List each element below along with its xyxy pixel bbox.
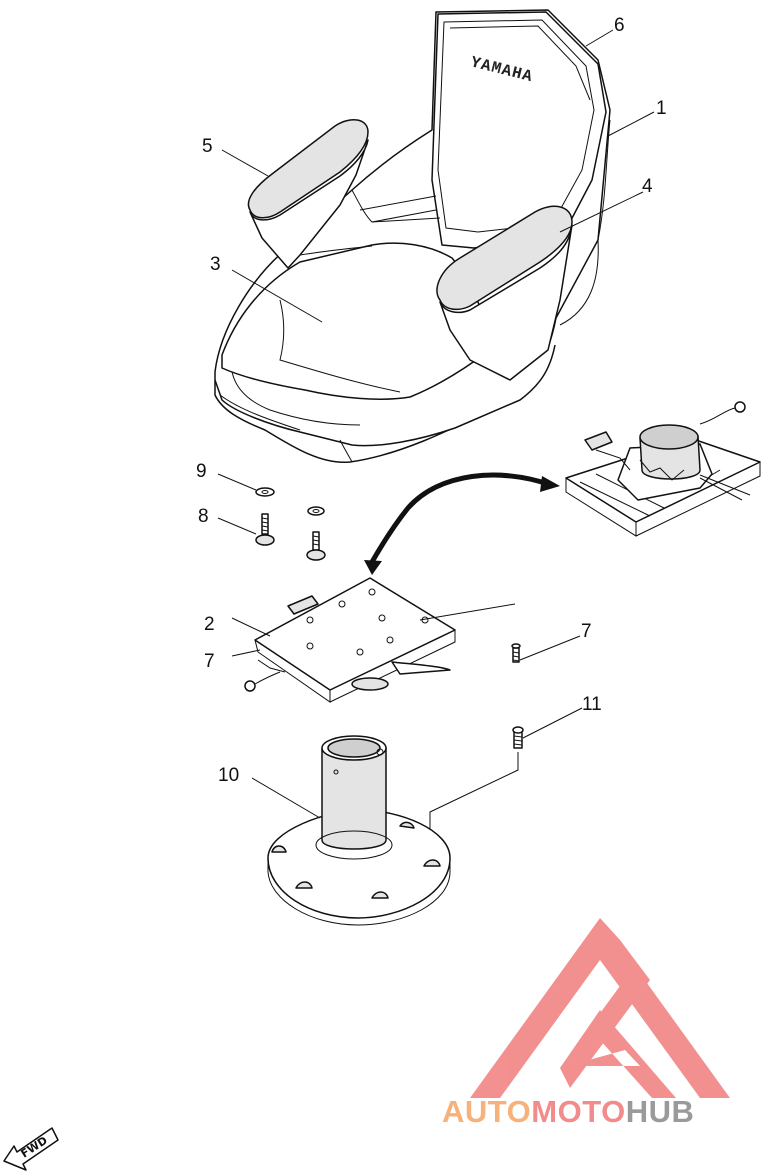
- callout-4: 4: [642, 176, 653, 197]
- callout-labels: 1 2 3 4 5 6 7 7 8 9 10 11: [196, 15, 667, 786]
- callout-5: 5: [202, 136, 213, 157]
- callout-1: 1: [656, 98, 667, 119]
- right-armrest: [436, 205, 573, 311]
- left-armrest: [247, 119, 369, 219]
- callout-11: 11: [582, 694, 602, 715]
- swivel-bracket: [565, 401, 761, 537]
- callout-7-plate: 7: [204, 651, 215, 672]
- watermark-hub: HUB: [626, 1094, 695, 1129]
- svg-text:AUTOMOTOHUB: AUTOMOTOHUB: [442, 1094, 694, 1129]
- callout-7-screw: 7: [581, 621, 592, 642]
- watermark-logo-icon: [470, 918, 730, 1098]
- washer-part-9: [255, 487, 275, 497]
- seat-assembly: YAMAHA: [214, 9, 611, 463]
- watermark-auto: AUTO: [442, 1094, 531, 1129]
- callout-8: 8: [198, 506, 209, 527]
- pedestal-base: [267, 735, 451, 926]
- assembly-arrow: [364, 472, 560, 575]
- callout-2: 2: [204, 614, 215, 635]
- automotohub-watermark: AUTOMOTOHUB: [442, 918, 730, 1129]
- leader-lines: [217, 29, 655, 819]
- fwd-direction-marker: FWD: [3, 1127, 59, 1171]
- fwd-arrow-icon: [3, 1127, 59, 1171]
- callout-9: 9: [196, 461, 207, 482]
- callout-10: 10: [218, 765, 239, 786]
- slide-plate: [244, 577, 516, 703]
- bolt-part-8: [255, 513, 275, 546]
- screw-part-7: [511, 643, 521, 663]
- watermark-moto: MOTO: [531, 1094, 625, 1129]
- callout-3: 3: [210, 254, 221, 275]
- callout-6: 6: [614, 15, 625, 36]
- screw-part-11: [512, 726, 524, 749]
